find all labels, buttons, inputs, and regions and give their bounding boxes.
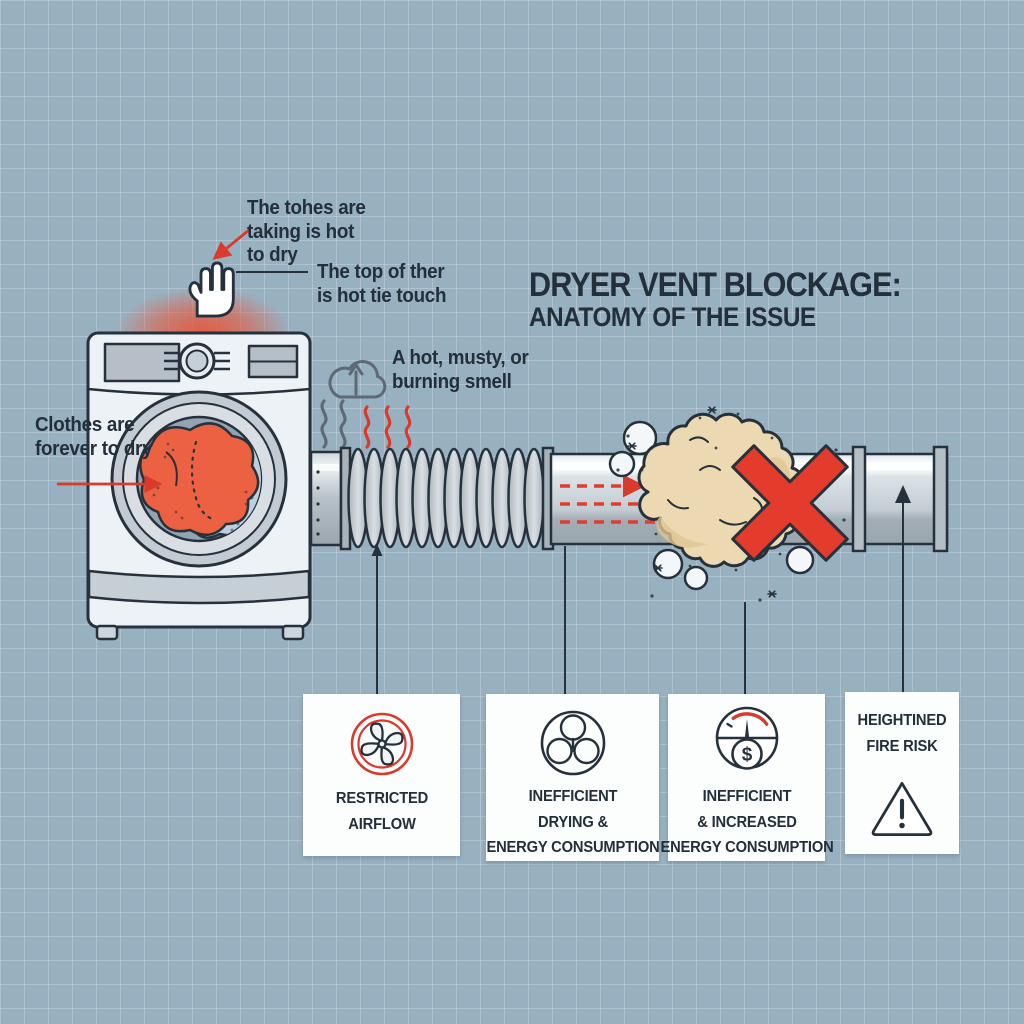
card-label: RESTRICTED AIRFLOW [335, 790, 428, 833]
machine-foot-right [281, 624, 305, 641]
card-label: INEFFICIENT DRYING & ENERGY CONSUMPTION [485, 788, 660, 857]
fan-clover-icon [540, 710, 605, 776]
card-label: INEFFICIENT & INCREASED ENERGY CONSUMPTI… [659, 788, 834, 857]
gauge-dollar-icon: $ [715, 706, 778, 770]
warning-triangle-icon [871, 781, 933, 837]
page-subtitle: ANATOMY OF THE ISSUE [529, 302, 816, 332]
fan-blocked-icon [350, 712, 413, 776]
duct-flange-2 [932, 445, 949, 553]
connector-lines [371, 485, 911, 694]
card-increased-energy: $ INEFFICIENT & INCREASED ENERGY CONSUMP… [660, 694, 833, 861]
annotation-clothes-forever: Clothes are forever to dry [35, 414, 153, 460]
smell-cloud-icon [328, 359, 387, 399]
page-title: DRYER VENT BLOCKAGE: [529, 266, 902, 304]
dryer-door[interactable] [110, 390, 288, 568]
heat-squiggles [320, 399, 412, 449]
card-inefficient-drying: INEFFICIENT DRYING & ENERGY CONSUMPTION [486, 694, 659, 861]
arrow-to-hand [212, 228, 250, 260]
card-fire-risk: HEIGHTINED FIRE RISK [845, 692, 959, 854]
dial-knob-center [185, 349, 209, 373]
control-panel [103, 342, 299, 383]
flexible-duct [347, 447, 545, 549]
annotation-burning-smell: A hot, musty, or burning smell [392, 347, 529, 393]
kick-panel [87, 569, 311, 605]
display-panel [103, 342, 181, 383]
card-label: HEIGHTINED FIRE RISK [857, 712, 947, 755]
card-restricted-airflow: RESTRICTED AIRFLOW [303, 694, 460, 856]
annotation-clothes-taking: The tohes are taking is hot to dry [247, 197, 366, 267]
clothes-orange [139, 422, 260, 537]
machine-foot-left [95, 624, 119, 641]
dryer-machine [86, 331, 312, 641]
dollar-glyph: $ [741, 745, 752, 766]
blocked-x-icon [731, 444, 849, 562]
leader-line [236, 271, 308, 273]
duct-flange-1 [851, 445, 867, 553]
annotation-hot-touch: The top of ther is hot tie touch [317, 261, 447, 307]
hand-touch-icon [188, 261, 235, 318]
